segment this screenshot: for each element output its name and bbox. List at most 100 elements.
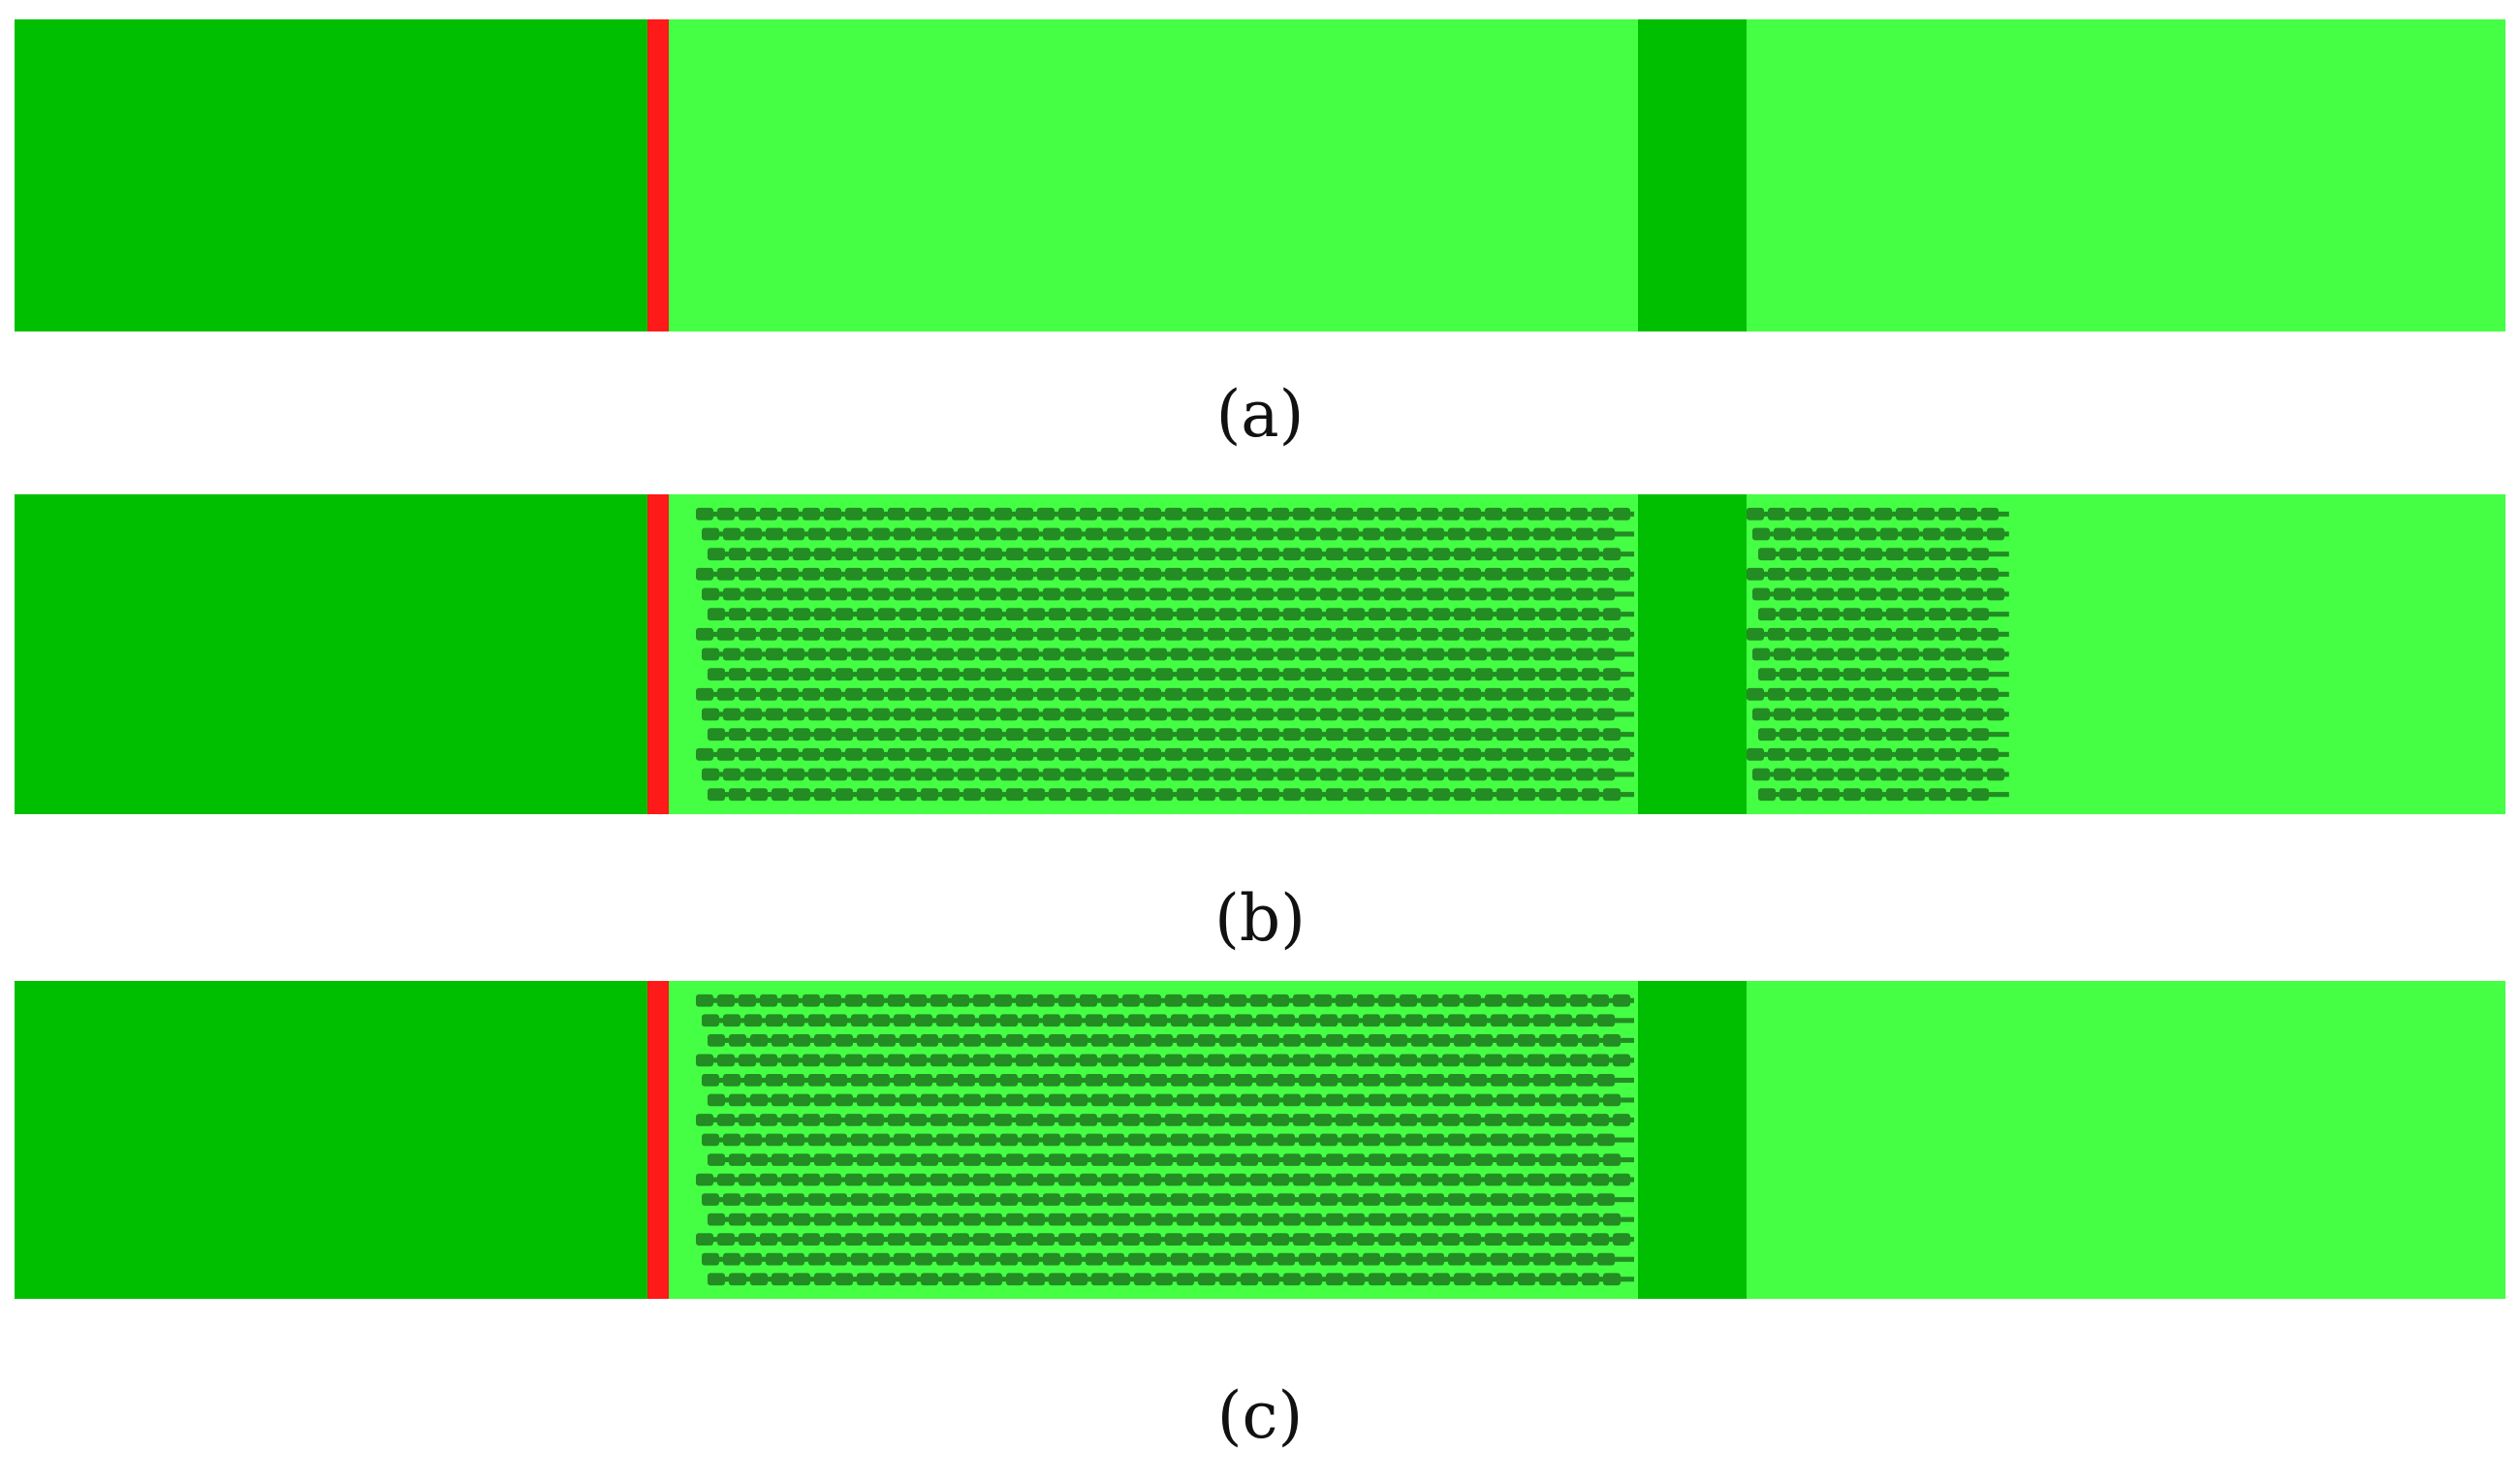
vehicle: [1256, 587, 1274, 601]
vehicle: [888, 994, 905, 1007]
vehicle: [1427, 768, 1444, 781]
vehicle: [1801, 788, 1818, 802]
vehicle: [1000, 708, 1018, 721]
vehicle: [1506, 1233, 1524, 1246]
vehicle: [1086, 768, 1103, 781]
vehicle: [729, 788, 746, 802]
vehicle: [1491, 1252, 1508, 1266]
vehicle: [1613, 567, 1630, 581]
vehicle: [1555, 1014, 1572, 1027]
vehicle: [1469, 647, 1487, 661]
vehicle: [787, 1074, 804, 1087]
vehicle: [1134, 728, 1151, 742]
vehicle: [1411, 788, 1429, 802]
vehicle: [702, 1014, 719, 1027]
vehicle: [1747, 747, 1764, 761]
vehicle: [1752, 768, 1770, 781]
vehicle: [1336, 1054, 1353, 1067]
vehicle: [1049, 1153, 1066, 1166]
vehicle: [1613, 507, 1630, 521]
vehicle: [1491, 1014, 1508, 1027]
vehicle: [1144, 687, 1161, 701]
vehicle: [1613, 1233, 1630, 1246]
vehicle: [1549, 1114, 1566, 1126]
vehicle: [1582, 1213, 1599, 1226]
vehicle: [930, 1173, 948, 1186]
vehicle: [835, 1034, 853, 1047]
vehicle: [872, 768, 890, 781]
vehicle: [1560, 608, 1578, 621]
vehicle: [1213, 527, 1231, 541]
vehicle: [824, 567, 841, 581]
vehicle: [772, 548, 789, 561]
vehicle: [878, 1034, 896, 1047]
vehicle: [729, 1153, 746, 1166]
vehicle: [1363, 647, 1380, 661]
vehicle: [1049, 1273, 1066, 1286]
vehicle: [760, 1114, 777, 1126]
vehicle: [1859, 647, 1876, 661]
vehicle: [1528, 1114, 1545, 1126]
vehicle: [729, 1034, 746, 1047]
vehicle: [744, 587, 762, 601]
vehicle: [1357, 507, 1374, 521]
vehicle: [1448, 1074, 1465, 1087]
vehicle: [717, 507, 735, 521]
vehicle: [1560, 1213, 1578, 1226]
vehicle: [1533, 1074, 1551, 1087]
vehicle: [750, 1273, 768, 1286]
vehicle: [1950, 548, 1968, 561]
vehicle: [1113, 608, 1130, 621]
vehicle: [973, 1233, 991, 1246]
vehicle: [1272, 507, 1289, 521]
vehicle: [1256, 1252, 1274, 1266]
vehicle: [830, 527, 847, 541]
vehicle: [1144, 1233, 1161, 1246]
vehicle: [1907, 728, 1925, 742]
vehicle: [1037, 747, 1055, 761]
vehicle: [1122, 1173, 1140, 1186]
vehicle: [1000, 647, 1018, 661]
vehicle: [1006, 1034, 1024, 1047]
vehicle: [1475, 728, 1493, 742]
vehicle: [1101, 1233, 1118, 1246]
stop-line: [647, 494, 669, 814]
vehicle: [1016, 994, 1033, 1007]
vehicle: [1256, 1014, 1274, 1027]
vehicle: [1549, 567, 1566, 581]
vehicle: [1363, 1252, 1380, 1266]
vehicle: [1469, 1193, 1487, 1206]
vehicle: [1938, 627, 1956, 641]
vehicle: [1165, 567, 1182, 581]
vehicle: [1037, 687, 1055, 701]
vehicle: [1512, 1074, 1529, 1087]
vehicle: [1789, 567, 1807, 581]
vehicle: [1874, 687, 1892, 701]
vehicle: [1582, 1093, 1599, 1107]
vehicle: [1144, 1173, 1161, 1186]
vehicle: [1150, 527, 1167, 541]
vehicle: [1250, 1233, 1268, 1246]
vehicle: [1981, 747, 1999, 761]
vehicle: [1390, 608, 1407, 621]
vehicle: [1369, 608, 1386, 621]
vehicle: [1186, 747, 1204, 761]
vehicle: [1192, 1074, 1210, 1087]
vehicle: [1485, 1054, 1502, 1067]
vehicle: [952, 994, 969, 1007]
vehicle: [1101, 747, 1118, 761]
vehicle: [1597, 1133, 1615, 1147]
vehicle: [1378, 567, 1396, 581]
vehicle: [878, 728, 896, 742]
vehicle: [1192, 708, 1210, 721]
vehicle: [1107, 1074, 1124, 1087]
vehicle: [1027, 1093, 1045, 1107]
vehicle: [1177, 788, 1194, 802]
vehicle: [1314, 1233, 1332, 1246]
vehicle: [1058, 567, 1076, 581]
vehicle: [1000, 768, 1018, 781]
vehicle: [1816, 708, 1834, 721]
vehicle: [729, 608, 746, 621]
vehicle: [1000, 587, 1018, 601]
vehicle: [857, 788, 874, 802]
